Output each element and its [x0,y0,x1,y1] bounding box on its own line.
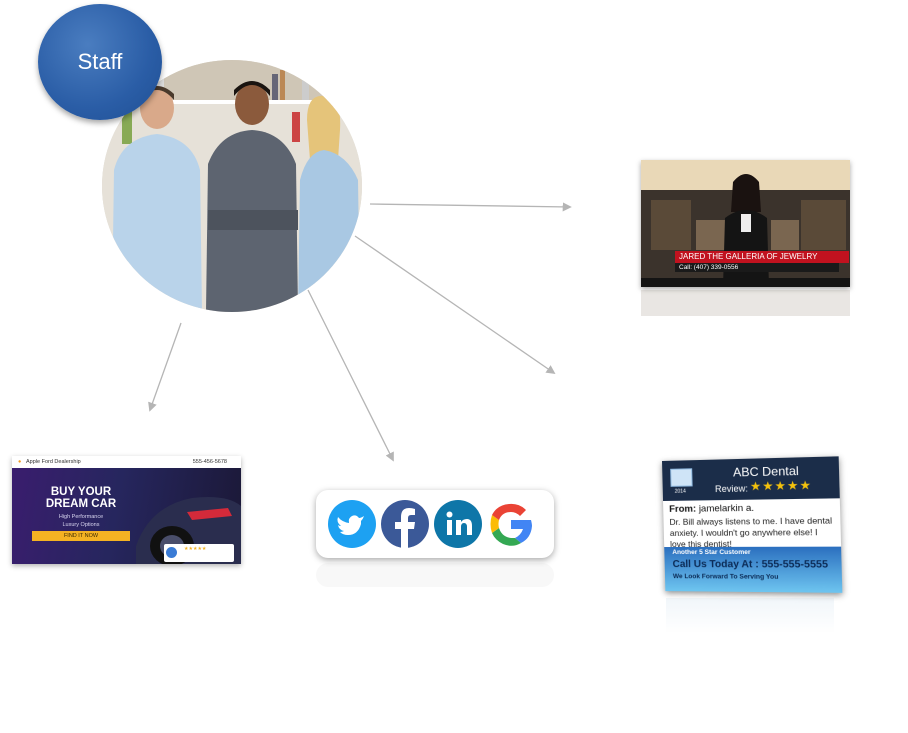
social-reflection [316,563,554,587]
staff-badge: Staff [38,4,162,120]
arrow-to-review [355,236,554,373]
ad-topbar: ● Apple Ford Dealership 555-456-5678 [12,456,241,468]
review-year: 2014 [675,489,686,495]
ad-phone: 555-456-5678 [193,456,227,468]
review-from-name: jamelarkin a. [699,503,755,515]
linkedin-icon[interactable] [434,500,482,548]
review-badge-icon [166,547,177,558]
review-card-body: 2014 ABC Dental Review: ★★★★★ From: jame… [662,456,842,593]
ad-sub-line1: High Performance [22,513,140,521]
video-reflection [641,290,850,316]
review-stars: ★★★★★ [750,478,813,494]
review-card[interactable]: 2014 ABC Dental Review: ★★★★★ From: jame… [662,456,842,593]
video-controls[interactable] [641,278,850,287]
review-brand: ABC Dental [733,464,799,480]
review-reflection [666,598,834,632]
dental-logo-icon [670,468,692,487]
review-footer-line2: Call Us Today At : 555-555-5555 [672,559,828,571]
video-thumbnail[interactable]: JARED THE GALLERIA OF JEWELRY Call: (407… [641,160,850,287]
review-text: Dr. Bill always listens to me. I have de… [669,515,836,550]
review-from-label: From: [669,504,696,515]
video-phone: Call: (407) 339-0556 [675,263,839,272]
ad-body: BUY YOUR DREAM CAR High Performance Luxu… [12,468,241,564]
ad-headline: BUY YOUR DREAM CAR [22,486,140,510]
ad-headline-line1: BUY YOUR [22,486,140,498]
staff-label: Staff [78,49,123,75]
ad-subtext: High Performance Luxury Options [22,513,140,529]
ad-review-badge: ★★★★★ [164,544,234,562]
ad-headline-line2: DREAM CAR [22,498,140,510]
review-footer-line1: Another 5 Star Customer [672,549,750,556]
arrow-to-social [308,290,393,460]
ad-sub-line2: Luxury Options [22,521,140,529]
review-footer-line3: We Look Forward To Serving You [673,573,779,581]
arrow-to-ad [150,323,181,410]
video-title-banner: JARED THE GALLERIA OF JEWELRY [675,251,849,263]
ad-banner[interactable]: ● Apple Ford Dealership 555-456-5678 BUY… [12,456,241,564]
facebook-icon[interactable] [381,500,429,548]
ad-brand: Apple Ford Dealership [26,456,81,468]
find-it-now-button[interactable]: FIND IT NOW [32,531,130,541]
twitter-icon[interactable] [328,500,376,548]
review-badge-stars: ★★★★★ [184,546,206,552]
google-icon[interactable] [487,500,535,548]
social-icons-panel [316,490,554,558]
review-label: Review: [715,483,748,494]
review-from: From: jamelarkin a. [669,503,754,515]
ad-logo-icon: ● [18,456,21,468]
arrow-to-video [370,204,570,207]
